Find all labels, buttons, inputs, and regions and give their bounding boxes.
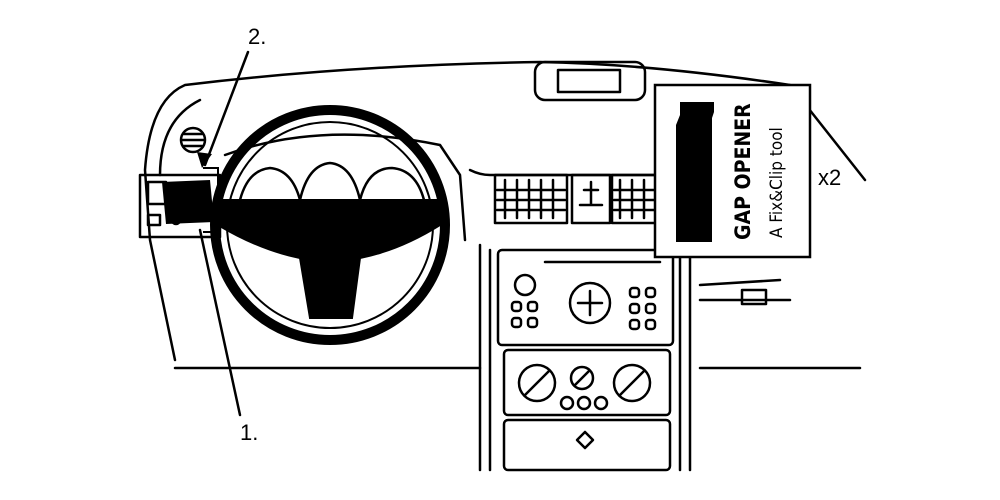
callout-two-arrow <box>197 152 212 168</box>
mounted-holder <box>162 180 214 224</box>
callout-two-leader <box>203 50 250 167</box>
tool-quantity: x2 <box>818 165 841 190</box>
holder-mount-clip <box>203 167 219 233</box>
gap-opener-tool-icon <box>676 102 714 242</box>
gap-opener-tool-box: GAP OPENER A Fix&Clip tool <box>653 83 812 259</box>
tool-subtitle: A Fix&Clip tool <box>767 127 787 238</box>
tool-title: GAP OPENER <box>731 103 755 240</box>
right-slot <box>740 288 768 306</box>
climate-controls <box>517 363 652 411</box>
callout-two-label: 2. <box>248 24 266 49</box>
dashboard-right-contour <box>468 168 662 177</box>
steering-hub <box>213 199 447 319</box>
center-vents <box>493 173 658 225</box>
left-vent <box>179 126 207 154</box>
dashboard-outline <box>143 60 867 362</box>
callout-one-label: 1. <box>240 420 258 445</box>
top-display-module <box>533 60 647 102</box>
console-diamond <box>575 430 595 450</box>
radio-unit <box>510 260 662 331</box>
instrument-gauges <box>238 161 426 202</box>
callout-one-leader <box>198 228 242 417</box>
dashboard-right-side <box>698 278 792 302</box>
center-console <box>478 243 692 472</box>
dashboard-left-contour <box>158 98 202 177</box>
